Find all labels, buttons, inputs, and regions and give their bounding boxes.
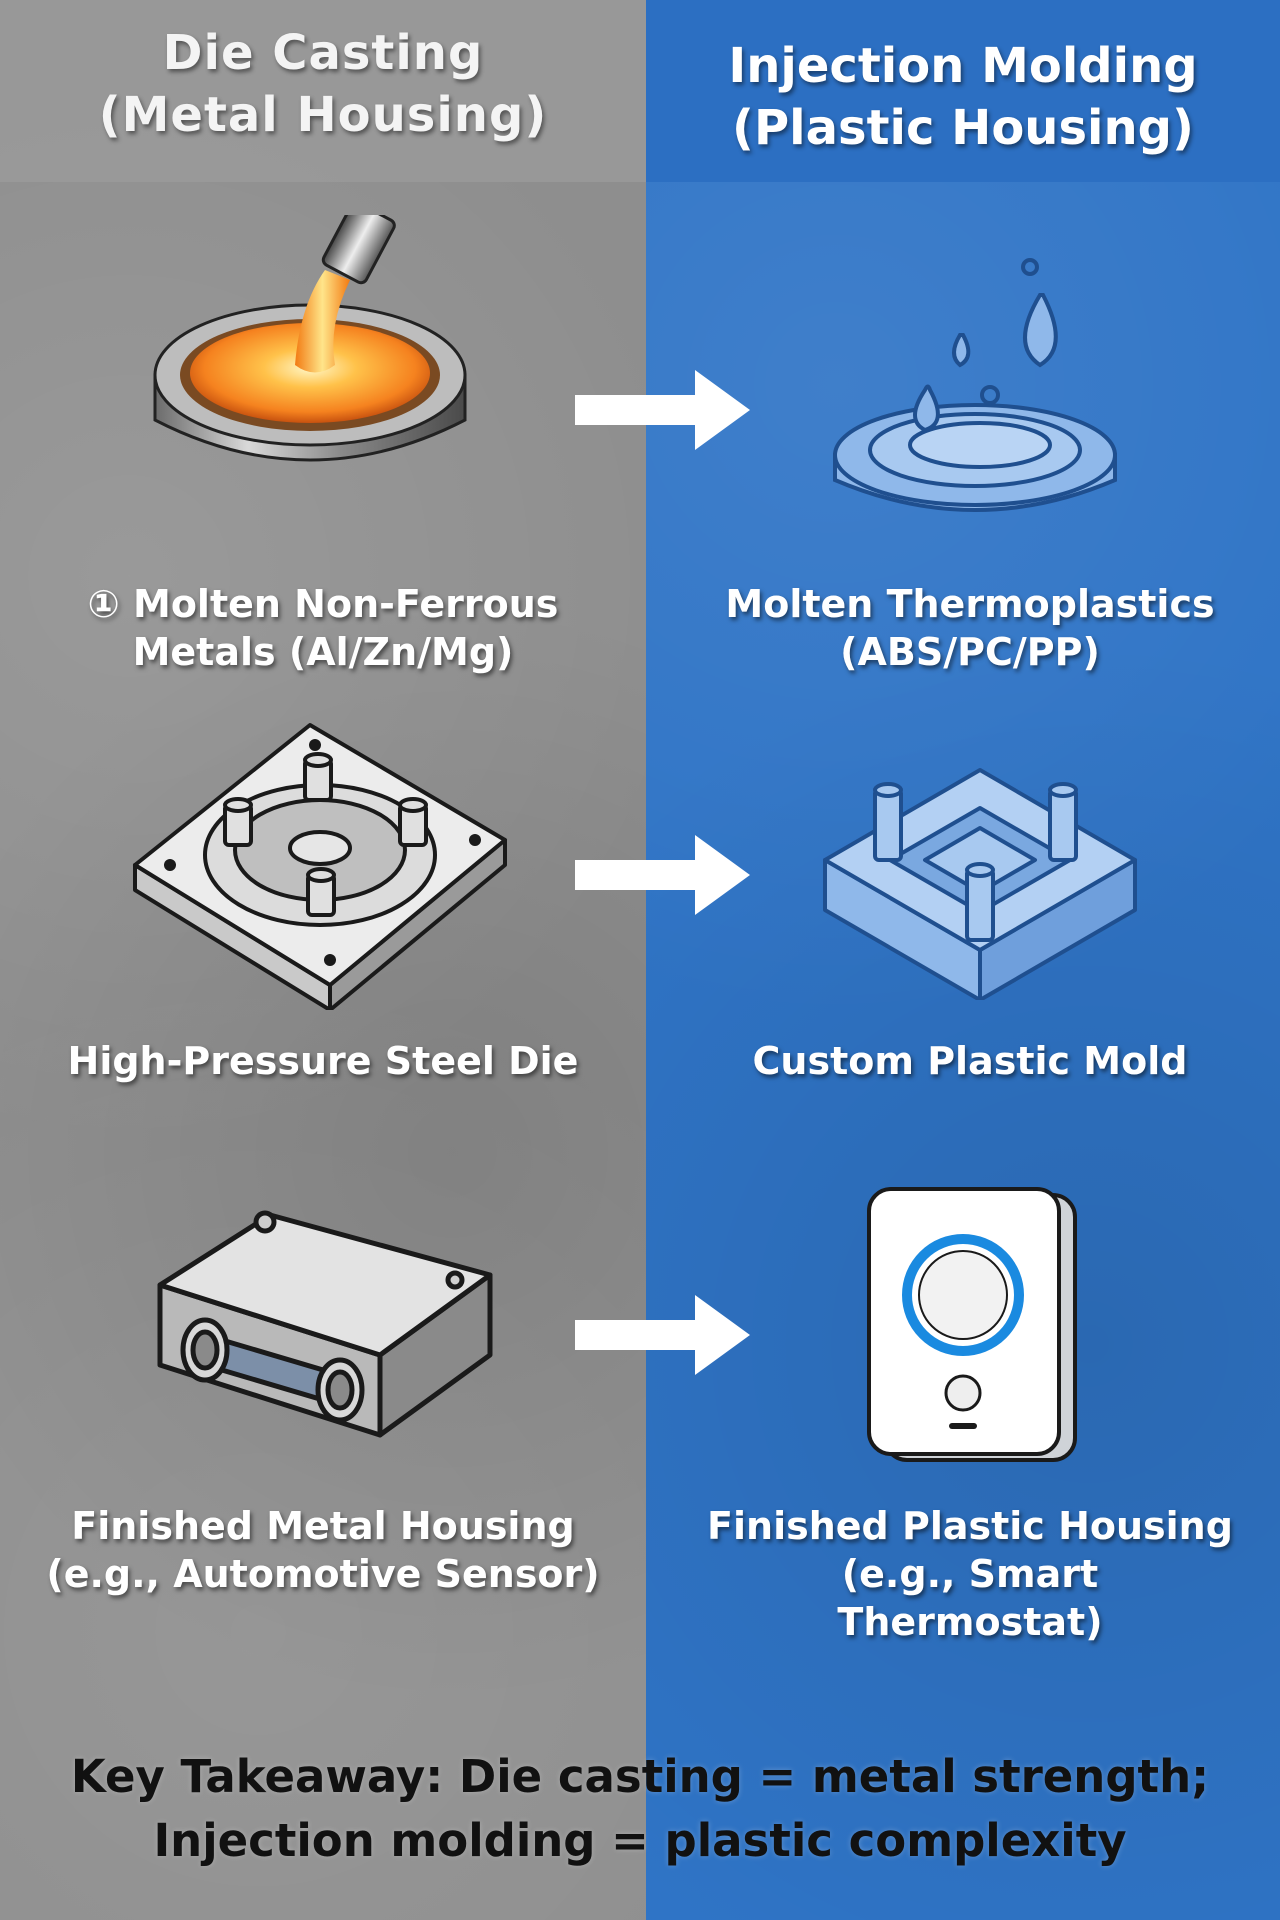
key-takeaway-line2: Injection molding = plastic complexity [153, 1814, 1127, 1867]
molten-thermoplastics-label-line1: Molten Thermoplastics [725, 582, 1215, 626]
injection-molding-title-line1: Injection Molding [728, 38, 1198, 94]
smart-thermostat-icon [867, 1187, 1077, 1462]
die-casting-title-line2: (Metal Housing) [98, 87, 548, 143]
molten-metals-label-line2: Metals (Al/Zn/Mg) [132, 630, 514, 674]
molten-thermoplastics-label: Molten Thermoplastics (ABS/PC/PP) [680, 580, 1260, 676]
injection-molding-title: Injection Molding (Plastic Housing) [646, 35, 1280, 159]
plastic-housing-label-line1: Finished Plastic Housing [707, 1504, 1233, 1548]
plastic-mold-icon [823, 768, 1137, 1000]
injection-molding-column [646, 0, 1280, 1920]
arrow-right-icon [575, 1295, 750, 1375]
key-takeaway-line1: Key Takeaway: Die casting = metal streng… [70, 1750, 1210, 1803]
plastic-housing-label: Finished Plastic Housing (e.g., Smart Th… [680, 1502, 1260, 1646]
molten-metals-label: ① Molten Non-Ferrous Metals (Al/Zn/Mg) [0, 580, 646, 676]
metal-housing-label: Finished Metal Housing (e.g., Automotive… [0, 1502, 646, 1598]
injection-molding-header [646, 0, 1280, 182]
plastic-droplets-icon [833, 258, 1117, 512]
steel-die-label: High-Pressure Steel Die [67, 1039, 579, 1083]
plastic-housing-label-line3: Thermostat) [837, 1600, 1103, 1644]
molten-metals-label-line1: ① Molten Non-Ferrous [87, 582, 559, 626]
die-casting-header [0, 0, 646, 182]
metal-housing-label-line1: Finished Metal Housing [71, 1504, 575, 1548]
die-casting-title: Die Casting (Metal Housing) [0, 22, 646, 146]
arrow-right-icon [575, 370, 750, 450]
steel-die-icon [133, 723, 507, 1010]
metal-housing-icon [157, 1210, 493, 1438]
key-takeaway: Key Takeaway: Die casting = metal streng… [0, 1745, 1280, 1873]
arrow-right-icon [575, 835, 750, 915]
injection-molding-title-line2: (Plastic Housing) [732, 100, 1194, 156]
die-casting-title-line1: Die Casting [162, 25, 484, 81]
metal-housing-label-line2: (e.g., Automotive Sensor) [46, 1552, 600, 1596]
plastic-mold-label: Custom Plastic Mold [752, 1039, 1188, 1083]
molten-metal-crucible-icon [153, 215, 467, 462]
plastic-housing-label-line2: (e.g., Smart [841, 1552, 1099, 1596]
molten-thermoplastics-label-line2: (ABS/PC/PP) [840, 630, 1100, 674]
